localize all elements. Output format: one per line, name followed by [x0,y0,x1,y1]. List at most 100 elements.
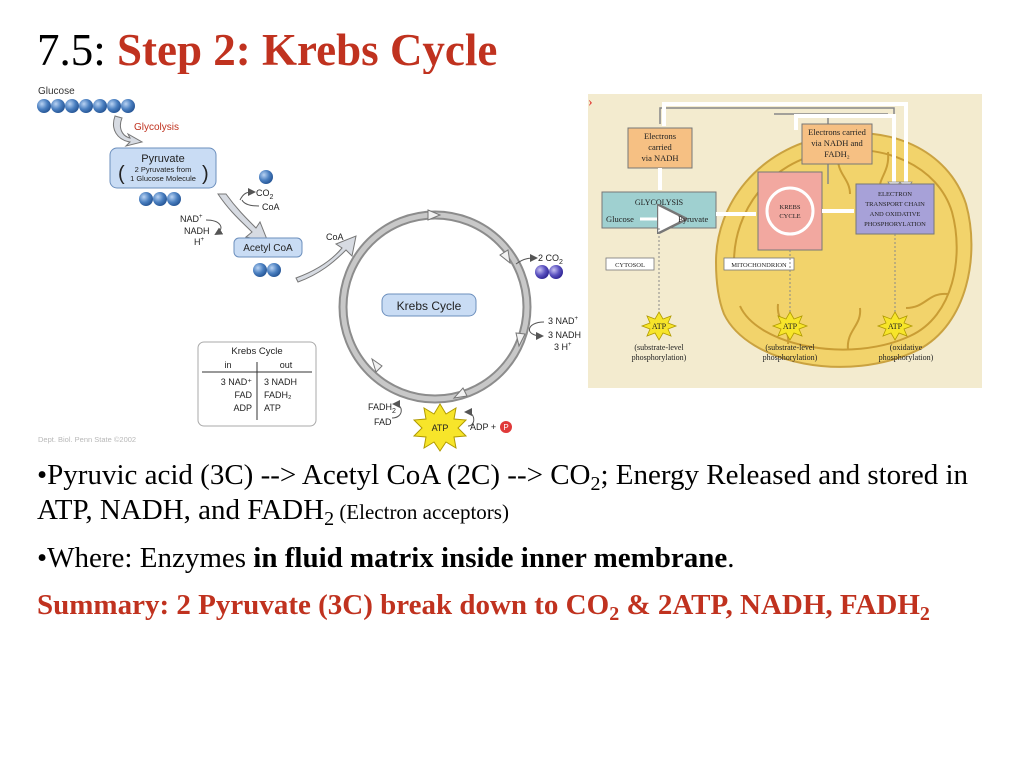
glucose-text: Glucose [606,214,634,224]
paren-left: ( [118,163,125,185]
cytosol-label: CYTOSOL [615,262,645,269]
atp-note-3b: phosphorylation) [879,353,934,362]
co2-arrow [239,188,256,201]
krebs-label-2: CYCLE [779,213,800,220]
fad-arrow [391,400,402,419]
acetyl-molecules [253,263,281,277]
pyruvate-box [109,147,217,189]
electrons-nadh-box [627,127,693,169]
etc-label-3: AND OXIDATIVE [870,211,921,218]
electrons-nadh-fadh-line1: Electrons carried [808,127,867,137]
atp-note-3a: (oxidative [890,343,923,352]
etc-label-4: PHOSPHORYLATION [864,221,926,228]
etc-label-2: TRANSPORT CHAIN [865,201,925,208]
adp-p-label: ADP + [470,422,496,432]
krebs-summary-table: Krebs Cycle in out 3 NAD⁺ 3 NADH FAD FAD… [197,341,317,427]
electrons-nadh-fadh-line2: via NADH and [811,138,863,148]
co2-label: CO2 [256,188,274,201]
acetyl-entry-arrow [295,235,357,283]
phosphate-icon [500,421,512,433]
krebs-cycle-box [381,293,477,317]
cellular-respiration-diagram: › Electrons carried via NADH Electrons c… [588,94,982,388]
atp-burst-3: ATP [876,311,914,341]
nadh-label: NADH [184,226,210,236]
h-plus-label: H+ [194,237,205,247]
bullet-where: •Where: Enzymes in fluid matrix inside i… [37,541,735,574]
pyruvate-to-acetyl-arrow [217,193,269,243]
etc-box [855,183,935,235]
pyruvate-text: Pyruvate [678,214,708,224]
co2-out-molecules [535,265,563,279]
table-cell-out-3: ATP [264,403,281,413]
atp-note-2a: (substrate-level [765,343,815,352]
atp-note-1a: (substrate-level [634,343,684,352]
acetyl-coa-label: Acetyl CoA [243,243,293,254]
table-cell-out-2: FADH₂ [264,390,292,400]
table-cell-in-2: FAD [234,390,252,400]
fadh2-label: FADH2 [368,402,396,415]
table-cell-in-3: ADP [233,403,252,413]
acetyl-coa-box [233,237,303,258]
krebs-cycle-label: Krebs Cycle [397,299,462,313]
svg-text:ATP: ATP [888,322,903,331]
fad-label: FAD [374,417,392,427]
three-nadh-label: 3 NADH [548,330,581,340]
coa-label: CoA [262,202,280,212]
nad-out-arrow [529,321,545,340]
nad-arrow [205,219,224,236]
electrons-nadh-line3: via NADH [641,153,678,163]
slide-title: 7.5: Step 2: Krebs Cycle [37,28,497,73]
atp-burst-1: ATP [640,311,678,341]
co2-molecule [259,170,273,184]
phosphate-label: P [503,423,508,432]
atp-burst [412,403,468,452]
glycolysis-label: Glycolysis [134,122,179,133]
three-nad-label: 3 NAD+ [548,316,579,326]
mitochondrion-label: MITOCHONDRION [731,262,787,269]
electrons-nadh-fadh-line3: FADH₂ [824,149,850,159]
glycolysis-arrow [113,115,144,147]
svg-text:ATP: ATP [652,322,667,331]
coa-cycle-label: CoA [326,232,344,242]
nad-plus-label: NAD+ [180,214,203,224]
table-header-in: in [224,360,231,370]
mitochondrion-box [723,257,795,271]
glucose-molecule-chain [37,99,135,113]
glucose-label: Glucose [38,86,75,97]
atp-note-1b: phosphorylation) [632,353,687,362]
table-header-out: out [280,360,293,370]
atp-label: ATP [432,423,449,433]
cycle-direction-marks [371,209,526,399]
bullet-text: •Pyruvic acid (3C) --> Acetyl CoA (2C) -… [37,458,987,636]
krebs-ring [765,186,815,236]
glycolysis-box-label: GLYCOLYSIS [635,198,683,207]
table-cell-in-1: 3 NAD⁺ [221,377,253,387]
pyruvate-title: Pyruvate [141,153,184,165]
coa-arrow [241,199,260,207]
three-h-label: 3 H+ [554,342,572,352]
summary-text: Summary: 2 Pyruvate (3C) break down to C… [37,589,930,626]
krebs-cycle-diagram: Glucose Glycolysis Pyruvate ( ) 2 Pyruva… [37,86,581,452]
flow-arrow-inner [794,114,896,182]
svg-text:ATP: ATP [783,322,798,331]
edge-mark: › [588,95,593,110]
paren-right: ) [202,163,209,185]
credit-text: Dept. Biol. Penn State ©2002 [38,435,136,444]
table-cell-out-1: 3 NADH [264,377,297,387]
electrons-nadh-line1: Electrons [644,131,676,141]
adp-arrow [464,408,475,427]
electrons-nadh-line2: carried [648,142,672,152]
title-heading: Step 2: Krebs Cycle [117,25,498,74]
bullet-pyruvic: •Pyruvic acid (3C) --> Acetyl CoA (2C) -… [37,459,968,531]
pyruvate-molecules [139,192,181,206]
pyruvate-note-2: 1 Glucose Molecule [130,174,196,183]
two-co2-label: 2 CO2 [538,253,563,266]
co2-out-arrow [515,254,538,265]
title-clip: 7.5: Step 2: Krebs Cycle [0,0,1024,74]
etc-label-1: ELECTRON [878,191,912,198]
atp-burst-2: ATP [771,311,809,341]
cytosol-box [605,257,655,271]
table-title: Krebs Cycle [231,346,282,357]
krebs-label-1: KREBS [780,204,801,211]
title-number: 7.5: [37,25,106,74]
